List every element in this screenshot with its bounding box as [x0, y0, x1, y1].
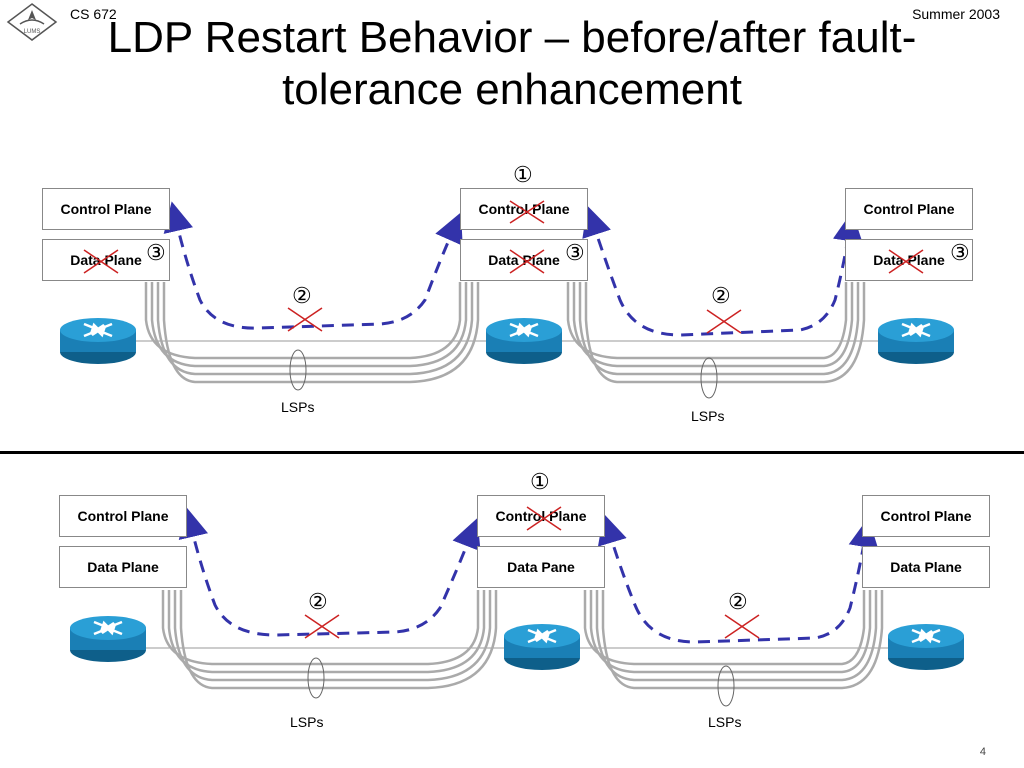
top-marker-3-right: ③ [950, 240, 970, 265]
router-icon [58, 316, 138, 366]
top-marker-3-left: ③ [146, 240, 166, 265]
top-middle-control-plane: Control Plane [460, 188, 588, 230]
top-lsp-bundle-right [566, 282, 866, 384]
top-marker-2-right: ② [711, 283, 731, 308]
bottom-lsps-label-left: LSPs [290, 714, 324, 730]
bottom-right-data-plane: Data Plane [862, 546, 990, 588]
bottom-marker-1: ① [530, 469, 550, 494]
bottom-middle-data-plane: Data Pane [477, 546, 605, 588]
slide-title-line-1: LDP Restart Behavior – before/after faul… [107, 13, 917, 62]
logo-text: LUMS [24, 29, 41, 35]
bottom-ldp-session-left [178, 507, 481, 637]
page-number: 4 [979, 746, 986, 758]
lums-logo-icon: LUMS [6, 3, 58, 41]
router-icon [886, 622, 966, 672]
top-lsp-bundle-left [144, 282, 480, 384]
cross-mark-icon [706, 309, 742, 334]
top-marker-3-middle: ③ [565, 240, 585, 265]
router-icon [502, 622, 582, 672]
top-right-control-plane: Control Plane [845, 188, 973, 230]
section-divider [0, 451, 1024, 454]
cross-mark-icon [287, 307, 323, 332]
bottom-middle-control-plane: Control Plane [477, 495, 605, 537]
router-icon [876, 316, 956, 366]
bottom-lsp-ellipse-right [717, 665, 735, 707]
bottom-ldp-session-right [597, 513, 879, 644]
top-lsp-ellipse-left [289, 349, 307, 391]
top-marker-2-left: ② [292, 283, 312, 308]
router-icon [68, 614, 148, 664]
bottom-lsps-label-right: LSPs [708, 714, 742, 730]
slide-title: LDP Restart Behavior – before/after faul… [0, 12, 1024, 116]
top-ldp-session-right [582, 205, 863, 337]
top-lsps-label-left: LSPs [281, 399, 315, 415]
slide-title-line-2: tolerance enhancement [282, 65, 742, 114]
bottom-lsp-ellipse-left [307, 657, 325, 699]
cross-mark-icon [304, 614, 340, 639]
top-left-control-plane: Control Plane [42, 188, 170, 230]
bottom-left-control-plane: Control Plane [59, 495, 187, 537]
top-lsps-label-right: LSPs [691, 408, 725, 424]
top-ldp-session-left [163, 201, 463, 330]
top-lsp-ellipse-right [700, 357, 718, 399]
top-marker-1: ① [513, 162, 533, 187]
bottom-marker-2-right: ② [728, 589, 748, 614]
bottom-lsp-bundle-right [583, 590, 884, 690]
course-label: CS 672 [70, 6, 117, 22]
bottom-right-control-plane: Control Plane [862, 495, 990, 537]
term-label: Summer 2003 [912, 6, 1000, 22]
bottom-left-data-plane: Data Plane [59, 546, 187, 588]
router-icon [484, 316, 564, 366]
bottom-lsp-bundle-left [161, 590, 498, 690]
bottom-marker-2-left: ② [308, 589, 328, 614]
cross-mark-icon [724, 614, 760, 639]
